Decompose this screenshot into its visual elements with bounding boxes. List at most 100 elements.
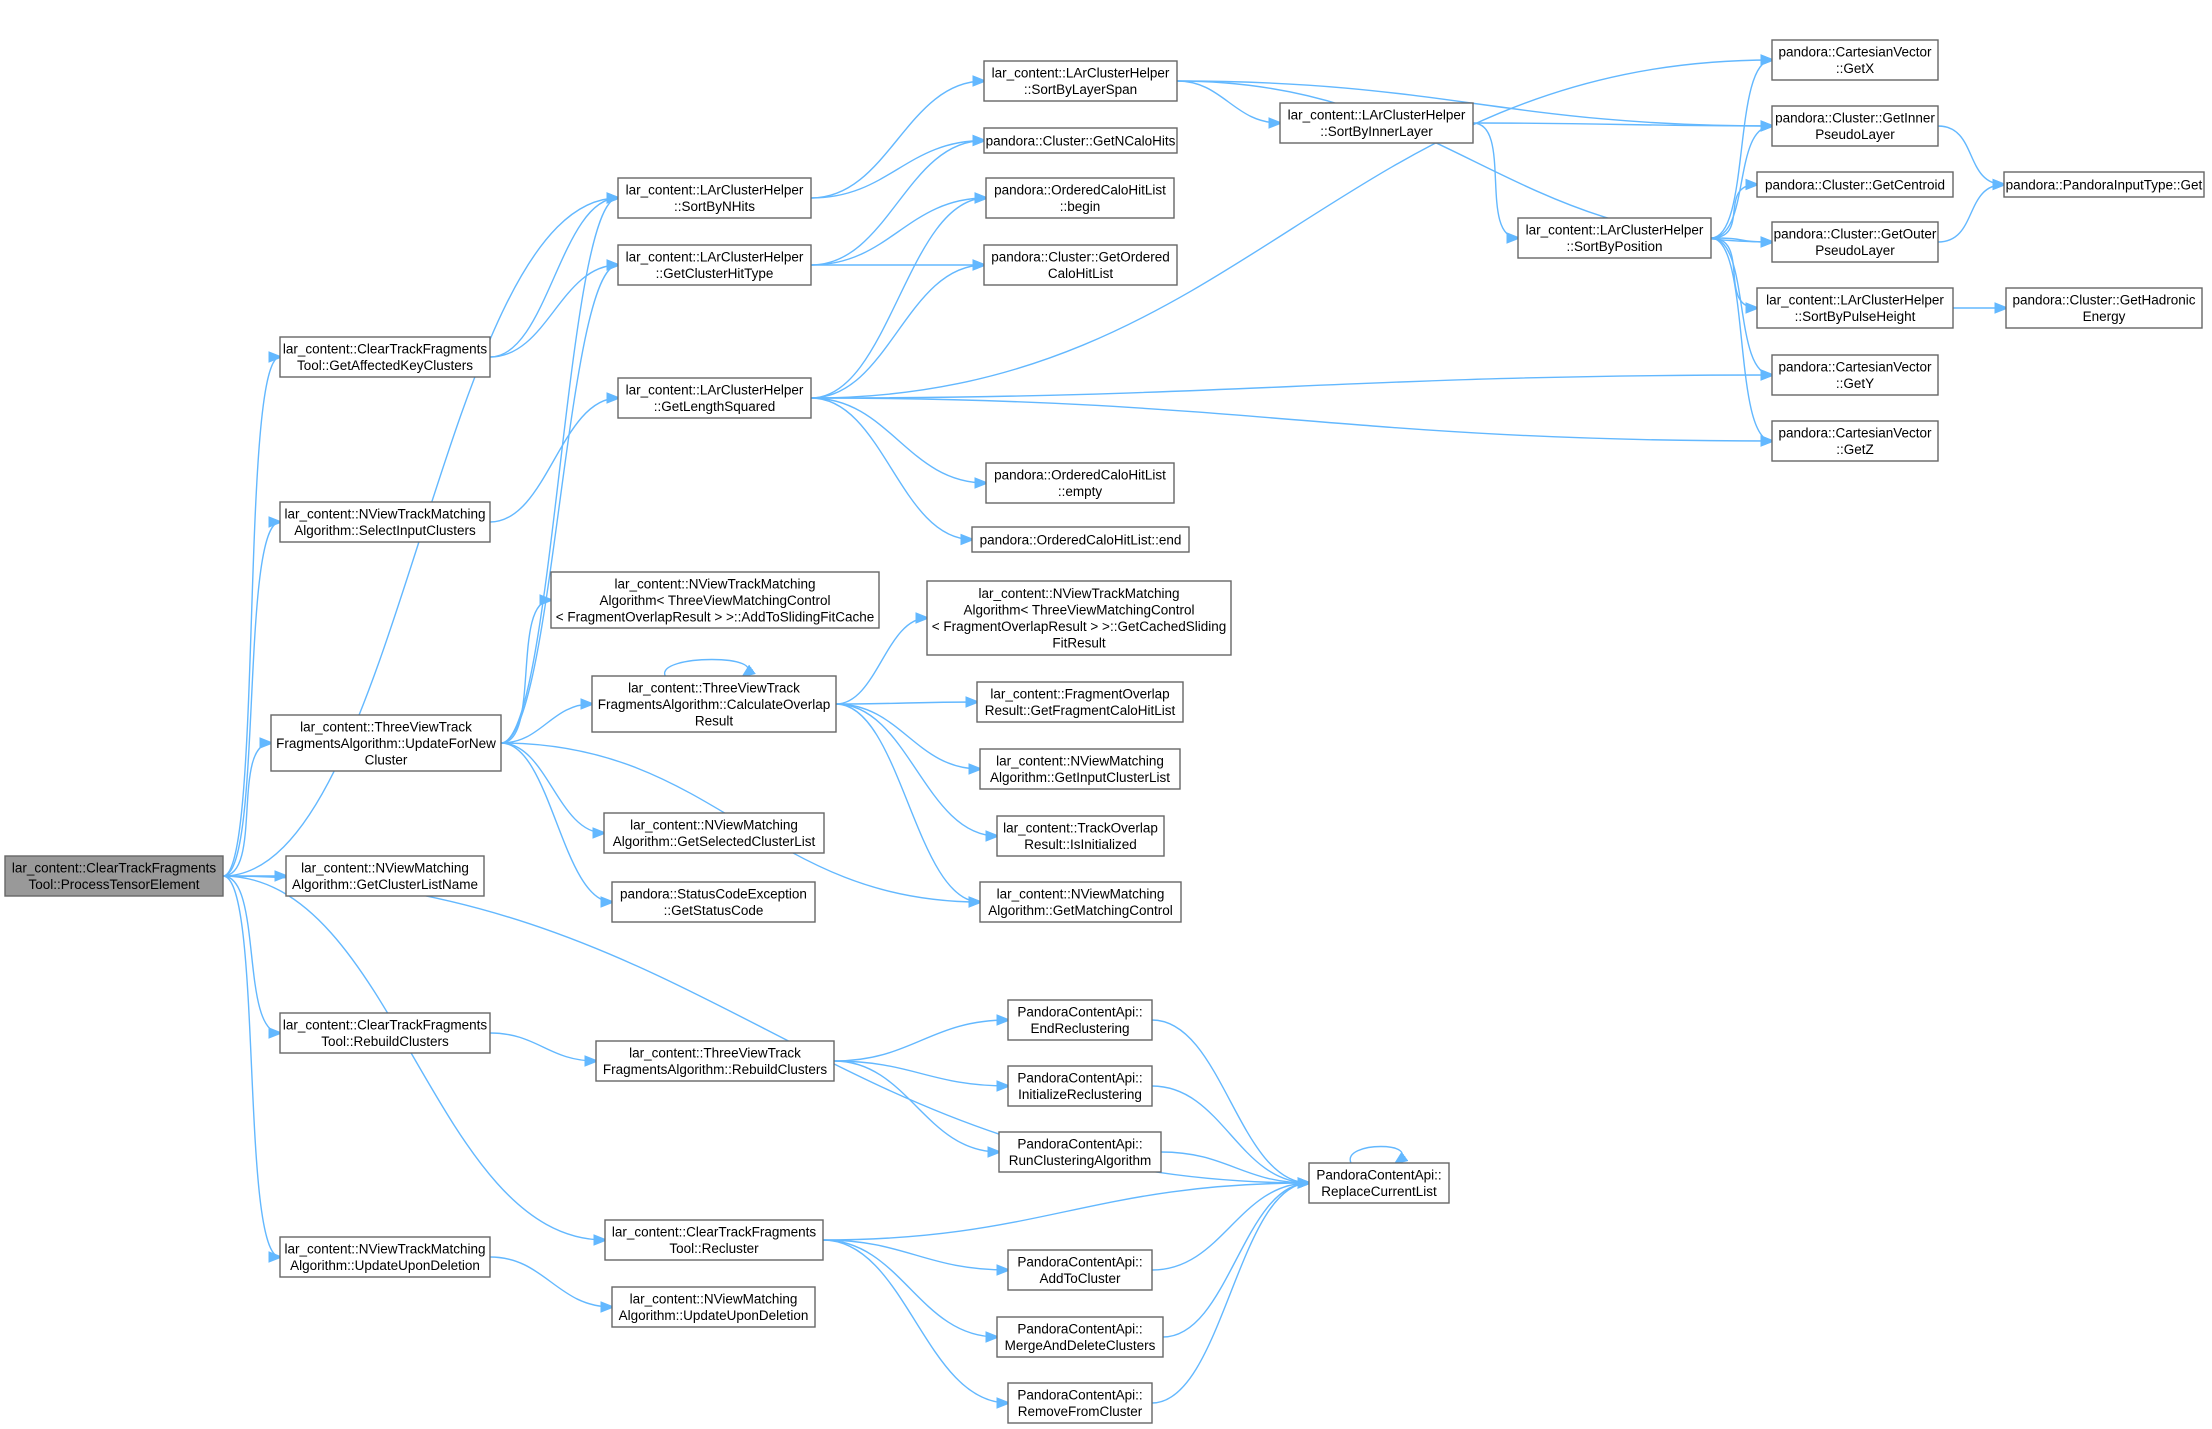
node-box [1007,999,1153,1041]
node-pandora-input-get[interactable]: pandora::PandoraInputType::Get [2003,171,2205,198]
node-box [983,244,1178,286]
node-is-initialized[interactable]: lar_content::TrackOverlapResult::IsIniti… [996,815,1165,857]
node-box [550,571,880,629]
node-get-status-code[interactable]: pandora::StatusCodeException::GetStatusC… [611,881,816,923]
edge-root-to-getAffected [222,357,280,877]
node-label-line: Algorithm::UpdateUponDeletion [619,1308,809,1323]
node-label-line: ::GetZ [1836,442,1874,457]
node-label-line: pandora::Cluster::GetInner [1775,111,1935,126]
edge-sortByPosition-to-getY [1710,237,1772,375]
node-recluster[interactable]: lar_content::ClearTrackFragmentsTool::Re… [604,1219,824,1261]
node-box [985,462,1175,504]
node-label-line: ::SortByLayerSpan [1024,82,1137,97]
edge-updateForNew-to-getClusterHitType [500,265,618,744]
node-get-length-squared[interactable]: lar_content::LArClusterHelper::GetLength… [617,377,812,419]
node-label-line: pandora::Cluster::GetOrdered [991,250,1170,265]
node-update-upon-deletion-track[interactable]: lar_content::NViewTrackMatchingAlgorithm… [279,1236,491,1278]
node-sort-by-position[interactable]: lar_content::LArClusterHelper::SortByPos… [1517,217,1712,259]
node-label-line: lar_content::NViewMatching [630,1292,798,1307]
node-select-input[interactable]: lar_content::NViewTrackMatchingAlgorithm… [279,501,491,543]
node-sort-by-inner-layer[interactable]: lar_content::LArClusterHelper::SortByInn… [1279,102,1474,144]
node-get-cluster-hit-type[interactable]: lar_content::LArClusterHelper::GetCluste… [617,244,812,286]
node-run-clustering-algorithm[interactable]: PandoraContentApi::RunClusteringAlgorith… [998,1131,1162,1173]
node-box [985,177,1175,219]
node-get-n-calo-hits[interactable]: pandora::Cluster::GetNCaloHits [983,127,1178,154]
node-add-to-sliding-fit-cache[interactable]: lar_content::NViewTrackMatchingAlgorithm… [550,571,880,629]
node-get-cluster-list-name[interactable]: lar_content::NViewMatchingAlgorithm::Get… [285,855,485,897]
edge-addToCluster-to-replaceCurrentList [1151,1183,1309,1271]
node-get-x[interactable]: pandora::CartesianVector::GetX [1771,39,1939,81]
node-merge-and-delete[interactable]: PandoraContentApi::MergeAndDeleteCluster… [996,1316,1164,1358]
node-empty[interactable]: pandora::OrderedCaloHitList::empty [985,462,1175,504]
edge-updateForNew-to-addToSlidingFitCache [500,600,551,744]
node-rebuild-clusters-alg[interactable]: lar_content::ThreeViewTrackFragmentsAlgo… [595,1040,835,1082]
node-label-line: Tool::Recluster [669,1241,759,1256]
node-sort-by-n-hits[interactable]: lar_content::LArClusterHelper::SortByNHi… [617,177,812,219]
node-begin[interactable]: pandora::OrderedCaloHitList::begin [985,177,1175,219]
edge-getAffected-to-sortByNHits [489,198,618,358]
node-box [979,881,1182,923]
node-box [603,812,825,854]
node-label-line: CaloHitList [1048,266,1114,281]
node-get-affected[interactable]: lar_content::ClearTrackFragmentsTool::Ge… [279,336,491,378]
node-get-matching-control[interactable]: lar_content::NViewMatchingAlgorithm::Get… [979,881,1182,923]
edge-sortByNHits-to-getNCaloHits [810,141,984,199]
node-label-line: ::GetClusterHitType [656,266,774,281]
node-update-for-new[interactable]: lar_content::ThreeViewTrackFragmentsAlgo… [270,714,502,772]
node-get-selected-cluster-list[interactable]: lar_content::NViewMatchingAlgorithm::Get… [603,812,825,854]
node-box [996,1316,1164,1358]
edge-calculateOverlap-to-getInputClusterList [835,703,980,769]
node-add-to-cluster[interactable]: PandoraContentApi::AddToCluster [1007,1249,1153,1291]
node-box [1007,1249,1153,1291]
node-sort-by-pulse-height[interactable]: lar_content::LArClusterHelper::SortByPul… [1756,287,1954,329]
node-root[interactable]: lar_content::ClearTrackFragmentsTool::Pr… [4,855,224,897]
node-replace-current-list[interactable]: PandoraContentApi::ReplaceCurrentList [1308,1162,1450,1204]
node-label-line: Cluster [365,752,408,767]
node-label-line: Result::IsInitialized [1024,837,1137,852]
node-box [285,855,485,897]
node-label-line: lar_content::ThreeViewTrack [628,680,800,695]
node-box [979,748,1181,790]
node-end[interactable]: pandora::OrderedCaloHitList::end [971,526,1190,553]
node-label-line: lar_content::ClearTrackFragments [283,1018,488,1033]
node-get-z[interactable]: pandora::CartesianVector::GetZ [1771,420,1939,462]
node-label-line: ::SortByPosition [1566,239,1662,254]
edge-removeFromCluster-to-replaceCurrentList [1151,1183,1309,1404]
node-remove-from-cluster[interactable]: PandoraContentApi::RemoveFromCluster [1007,1382,1153,1424]
node-calculate-overlap[interactable]: lar_content::ThreeViewTrackFragmentsAlgo… [591,675,837,733]
node-box [611,1286,816,1328]
node-initialize-reclustering[interactable]: PandoraContentApi::InitializeReclusterin… [1007,1065,1153,1107]
node-update-upon-deletion-match[interactable]: lar_content::NViewMatchingAlgorithm::Upd… [611,1286,816,1328]
edge-getLengthSquared-to-begin [810,198,986,399]
edge-calculateOverlap-to-calculateOverlap [664,658,749,677]
node-label-line: lar_content::LArClusterHelper [1288,108,1466,123]
node-get-fragment-calo-hit-list[interactable]: lar_content::FragmentOverlapResult::GetF… [976,681,1184,723]
nodes-layer: lar_content::ClearTrackFragmentsTool::Pr… [4,39,2205,1424]
node-label-line: lar_content::TrackOverlap [1003,821,1158,836]
node-label-line: ::GetY [1836,376,1874,391]
node-get-input-cluster-list[interactable]: lar_content::NViewMatchingAlgorithm::Get… [979,748,1181,790]
node-get-cached-sliding-fit[interactable]: lar_content::NViewTrackMatchingAlgorithm… [926,580,1232,656]
node-box [617,244,812,286]
edge-getLengthSquared-to-getOrderedCaloHitList [810,265,984,399]
node-get-y[interactable]: pandora::CartesianVector::GetY [1771,354,1939,396]
edge-updateUponDeletionTrack-to-updateUponDeletionMatch [489,1256,612,1307]
node-get-centroid[interactable]: pandora::Cluster::GetCentroid [1756,171,1954,198]
node-label-line: < FragmentOverlapResult > >::AddToSlidin… [556,609,875,624]
node-rebuild-clusters-tool[interactable]: lar_content::ClearTrackFragmentsTool::Re… [279,1012,491,1054]
node-box [604,1219,824,1261]
node-label-line: MergeAndDeleteClusters [1005,1338,1156,1353]
node-label-line: lar_content::NViewTrackMatching [284,1242,485,1257]
edge-rebuildClustersAlg-to-initializeReclustering [833,1060,1008,1086]
node-box [1007,1065,1153,1107]
node-sort-by-layer-span[interactable]: lar_content::LArClusterHelper::SortByLay… [983,60,1178,102]
node-end-reclustering[interactable]: PandoraContentApi::EndReclustering [1007,999,1153,1041]
edge-rebuildClustersAlg-to-runClusteringAlgorithm [833,1060,999,1152]
node-box [996,815,1165,857]
node-label-line: lar_content::LArClusterHelper [626,250,804,265]
node-label-line: PandoraContentApi:: [1017,1255,1142,1270]
